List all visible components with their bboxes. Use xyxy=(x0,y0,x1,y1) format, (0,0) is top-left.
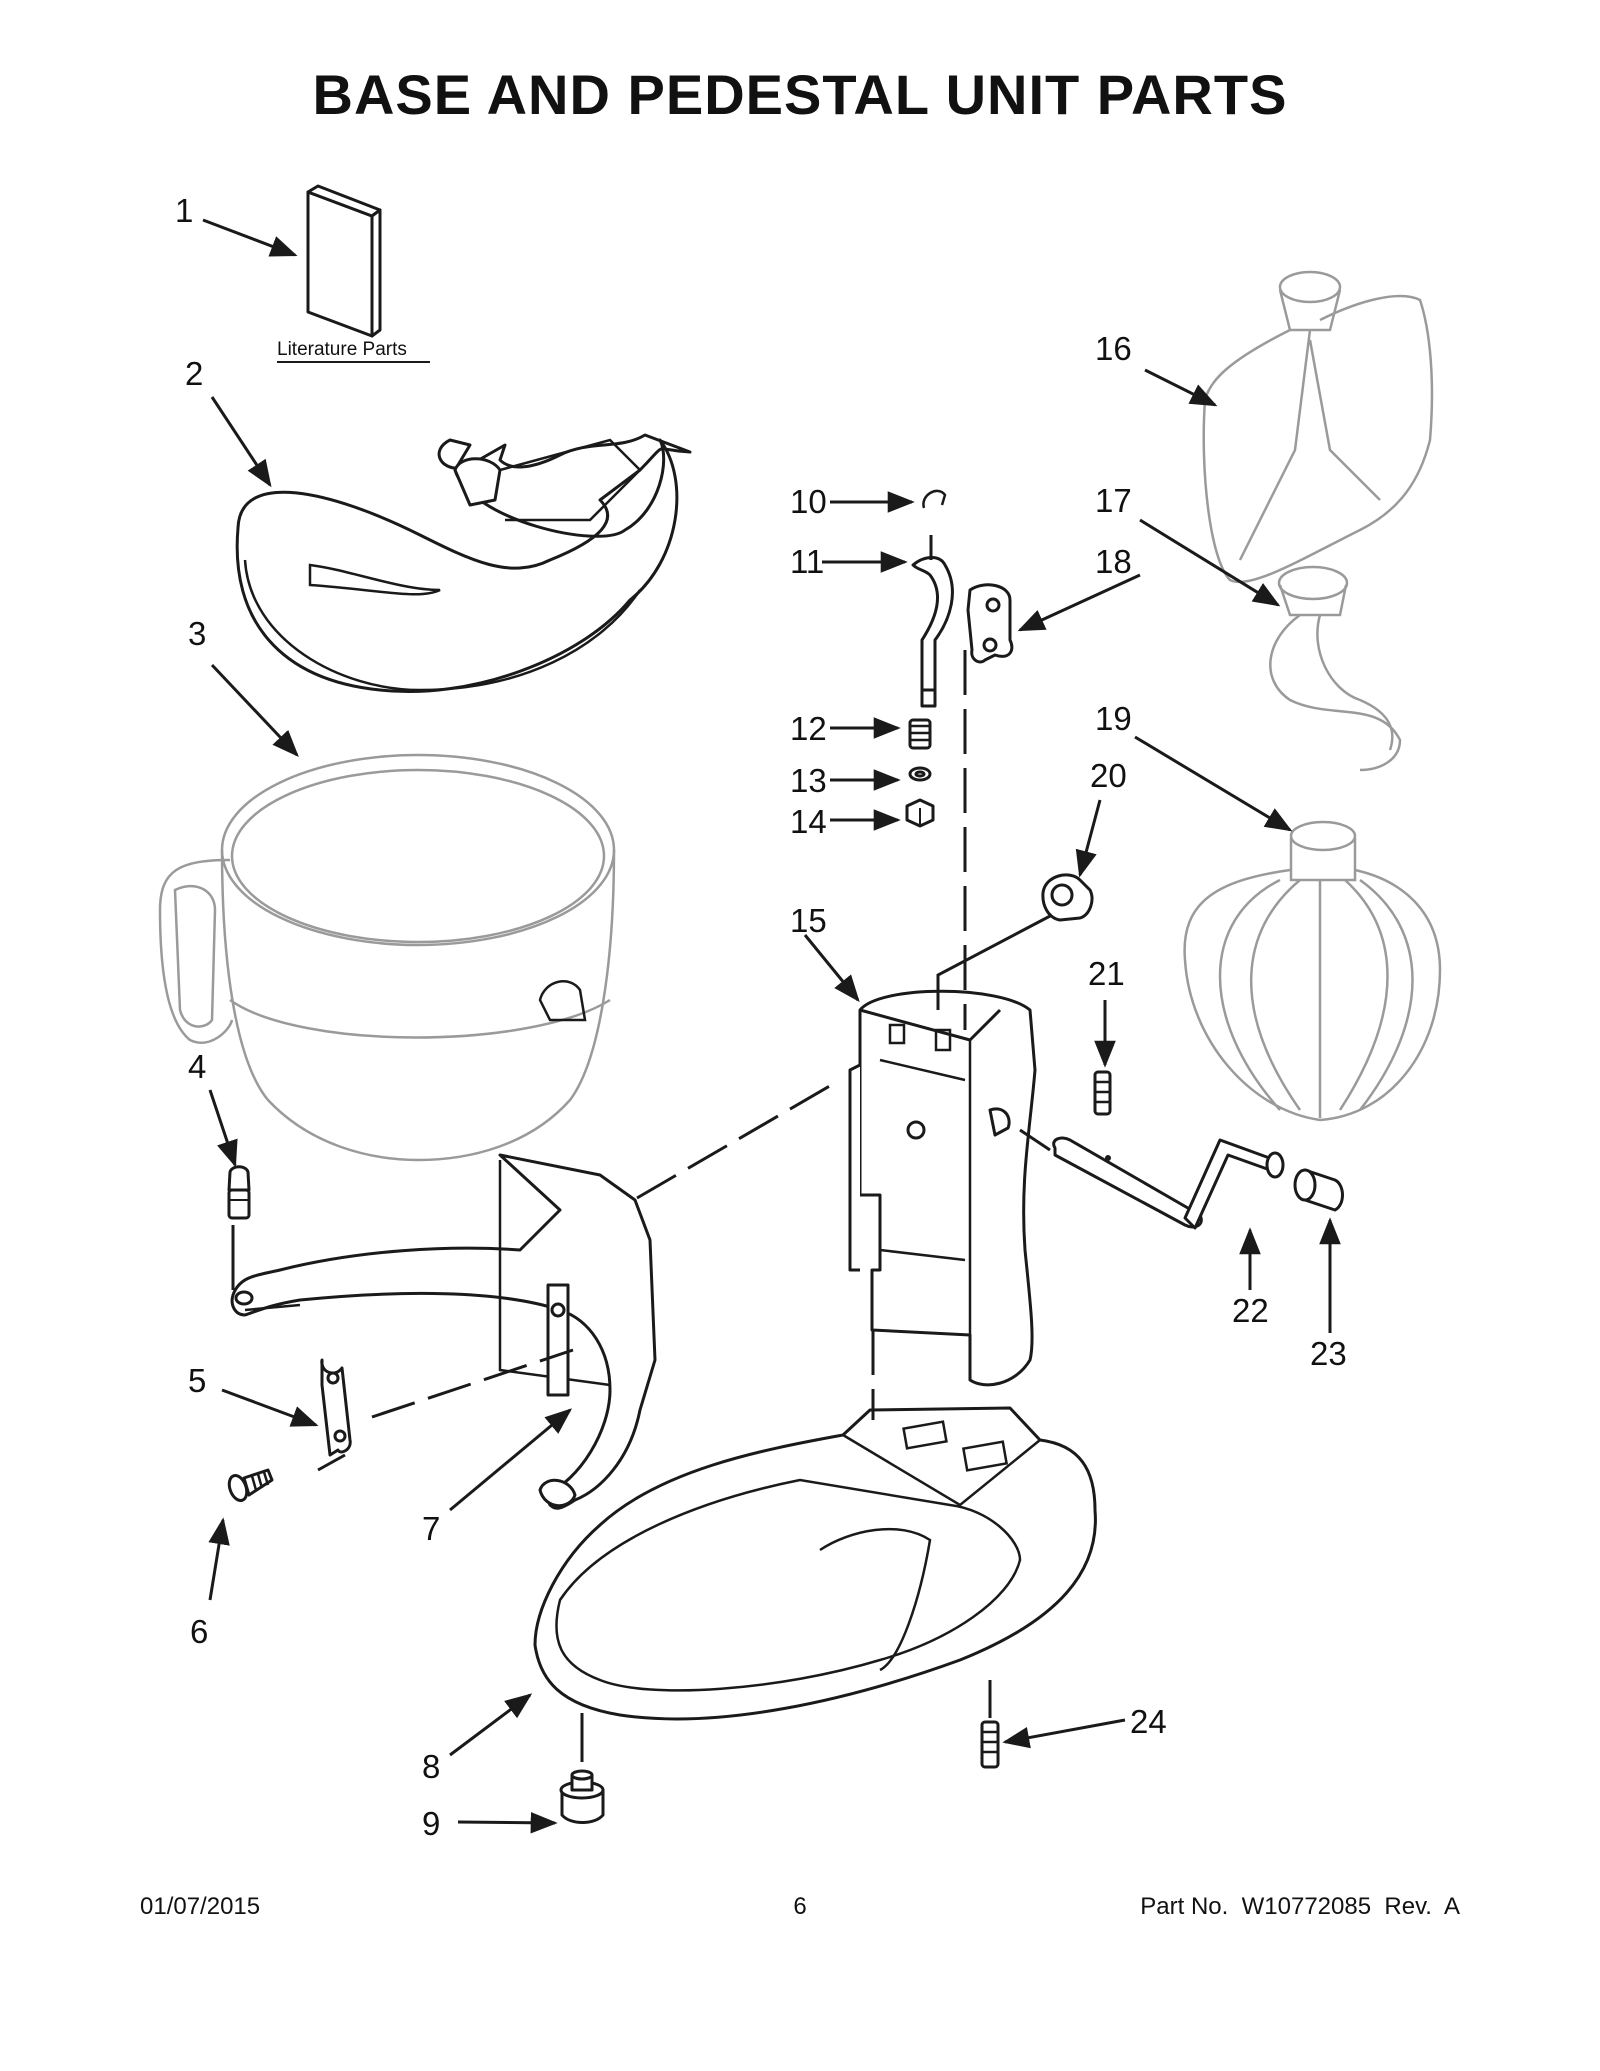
rubber-foot xyxy=(559,1769,605,1824)
hex-nut xyxy=(905,798,935,828)
handle-knob xyxy=(1293,1168,1344,1212)
callout-18: 18 xyxy=(1095,543,1132,580)
lift-handle xyxy=(1052,1136,1285,1230)
callout-labels: 1 2 3 4 5 6 7 8 9 10 11 12 13 14 15 16 1… xyxy=(175,192,1347,1842)
footer-date: 01/07/2015 xyxy=(140,1893,261,1920)
callout-8: 8 xyxy=(422,1748,440,1785)
retaining-clip xyxy=(922,489,947,509)
flat-beater xyxy=(1202,270,1434,584)
callout-14: 14 xyxy=(790,803,827,840)
callout-24: 24 xyxy=(1130,1703,1167,1740)
dough-hook xyxy=(1269,565,1402,772)
bowl-clamp-pin xyxy=(227,1165,251,1220)
callout-10: 10 xyxy=(790,483,827,520)
callout-19: 19 xyxy=(1095,700,1132,737)
callout-4: 4 xyxy=(188,1048,206,1085)
page-title: BASE AND PEDESTAL UNIT PARTS xyxy=(312,63,1288,126)
callout-5: 5 xyxy=(188,1362,206,1399)
clamp-bracket xyxy=(320,1358,352,1457)
footer-page-number: 6 xyxy=(793,1893,807,1920)
literature-parts-label: Literature Parts xyxy=(277,339,407,360)
callout-15: 15 xyxy=(790,902,827,939)
base-screw xyxy=(980,1720,1000,1769)
callout-21: 21 xyxy=(1088,955,1125,992)
callout-23: 23 xyxy=(1310,1335,1347,1372)
callout-12: 12 xyxy=(790,710,827,747)
set-screw xyxy=(1093,1070,1112,1116)
callout-20: 20 xyxy=(1090,757,1127,794)
callout-3: 3 xyxy=(188,615,206,652)
footer-part-number: Part No. W10772085 Rev. A xyxy=(1140,1893,1460,1920)
callout-22: 22 xyxy=(1232,1292,1269,1329)
callout-1: 1 xyxy=(175,192,193,229)
callout-2: 2 xyxy=(185,355,203,392)
lift-bracket xyxy=(966,583,1014,664)
literature-booklet xyxy=(306,184,382,338)
base-plate xyxy=(533,1406,1097,1721)
callout-11: 11 xyxy=(790,543,824,580)
wire-whip xyxy=(1183,820,1442,1122)
lift-rod-spring xyxy=(908,718,932,750)
callout-13: 13 xyxy=(790,762,827,799)
bracket-screw xyxy=(227,1468,274,1503)
hinge-pin xyxy=(911,556,954,708)
callout-6: 6 xyxy=(190,1613,208,1650)
mixing-bowl xyxy=(158,753,616,1162)
callout-9: 9 xyxy=(422,1805,440,1842)
callout-16: 16 xyxy=(1095,330,1132,367)
assembly-lines xyxy=(231,535,1053,1762)
bowl-support xyxy=(230,1153,657,1510)
speed-lock-knob xyxy=(1041,873,1094,922)
pedestal-column xyxy=(848,989,1037,1387)
callout-7: 7 xyxy=(422,1510,440,1547)
pouring-shield xyxy=(235,433,692,694)
leader-arrows xyxy=(202,218,1341,1834)
callout-17: 17 xyxy=(1095,482,1132,519)
washer xyxy=(908,766,932,782)
